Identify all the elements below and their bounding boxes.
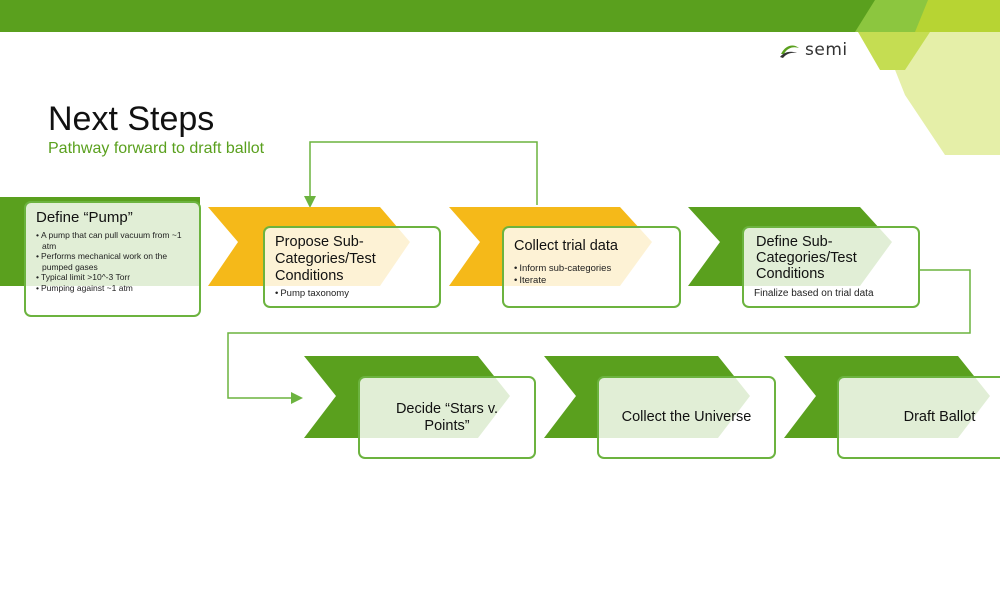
page-subtitle: Pathway forward to draft ballot <box>48 140 265 157</box>
step-propose-subcategories: Propose Sub-Categories/Test Conditions P… <box>263 226 441 308</box>
top-accent-bar <box>0 0 1000 32</box>
step-collect-trial-data: Collect trial data Inform sub-categories… <box>502 226 681 308</box>
row-wrap-connector <box>227 269 971 404</box>
step-title: Collect trial data <box>514 238 618 254</box>
logo-text: semi <box>805 40 848 60</box>
step-title: Define “Pump” <box>36 209 133 226</box>
bullet-item: Pumping against ~1 atm <box>36 283 189 294</box>
step-bullets: Pump taxonomy <box>275 288 429 300</box>
step-collect-universe: Collect the Universe <box>597 376 776 459</box>
step-define-subcategories: Define Sub-Categories/Test Conditions Fi… <box>742 226 920 308</box>
step-bullets: A pump that can pull vacuum from ~1 atm … <box>36 230 189 293</box>
bullet-item: Typical limit >10^-3 Torr <box>36 272 189 283</box>
bullet-item: Inform sub-categories <box>514 263 669 275</box>
bullet-item: Pump taxonomy <box>275 288 429 300</box>
bullet-item: A pump that can pull vacuum from ~1 atm <box>36 230 189 251</box>
step-title: Draft Ballot <box>903 409 976 425</box>
step-title: Decide “Stars v. Points” <box>395 400 499 434</box>
feedback-loop-connector <box>304 141 538 208</box>
step-define-pump: Define “Pump” A pump that can pull vacuu… <box>24 201 201 317</box>
step-draft-ballot: Draft Ballot <box>837 376 1000 459</box>
step-decide-stars-points: Decide “Stars v. Points” <box>358 376 536 459</box>
step-bullets: Inform sub-categories Iterate <box>514 263 669 287</box>
step-title: Propose Sub-Categories/Test Conditions <box>275 234 376 284</box>
step-title: Collect the Universe <box>621 409 752 425</box>
page-title: Next Steps <box>48 100 215 138</box>
step-title: Define Sub-Categories/Test Conditions <box>756 234 857 282</box>
step-note: Finalize based on trial data <box>754 288 874 299</box>
semi-logo-icon <box>780 45 799 58</box>
bullet-item: Iterate <box>514 275 669 287</box>
semi-logo: semi <box>778 40 848 60</box>
bullet-item: Performs mechanical work on the pumped g… <box>36 251 189 272</box>
